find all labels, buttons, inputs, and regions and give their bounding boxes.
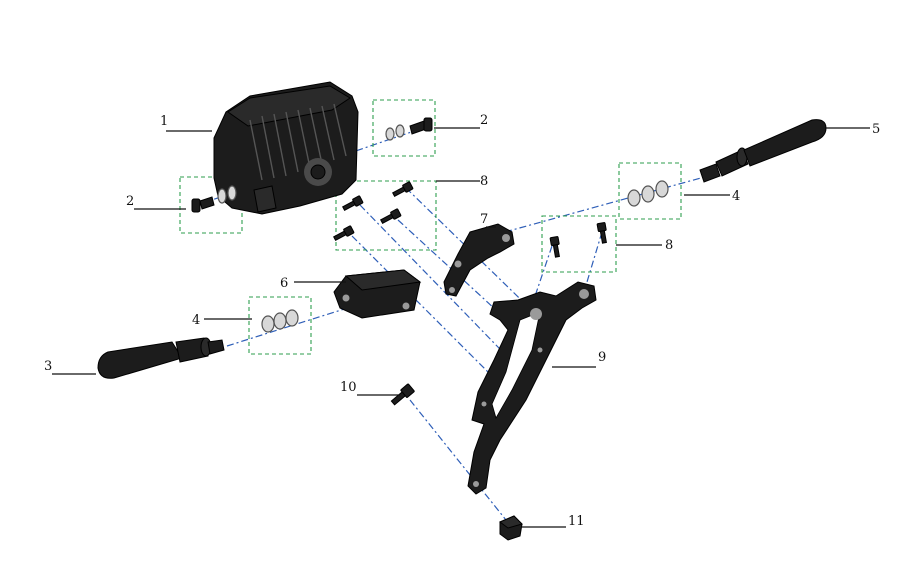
bolt-washer-set-part-2-left <box>191 185 237 213</box>
main-bracket-part-9 <box>467 281 597 495</box>
leader-lines <box>52 127 870 528</box>
callout-7: 7 <box>480 212 488 227</box>
box-washers-4-left <box>248 296 312 355</box>
callout-8-right: 8 <box>665 238 673 253</box>
cooling-fins <box>249 103 347 181</box>
callout-1: 1 <box>160 114 168 129</box>
grip-part-3 <box>97 337 225 379</box>
mount-block-part-6 <box>333 269 422 319</box>
callout-11: 11 <box>568 514 585 529</box>
box-bolts-2-left <box>179 176 243 234</box>
bolt-washer-set-part-2-right <box>385 117 433 141</box>
box-washers-4-right <box>618 162 682 220</box>
callout-10: 10 <box>340 380 357 395</box>
callout-9: 9 <box>598 350 606 365</box>
callout-6: 6 <box>280 276 288 291</box>
box-bolts-8-right <box>541 215 617 273</box>
bolt-part-10 <box>390 383 415 406</box>
callout-8-upper: 8 <box>480 174 488 189</box>
callout-2-right: 2 <box>480 113 488 128</box>
callout-2-left: 2 <box>126 194 134 209</box>
bolt-set-part-8-upper <box>333 181 414 242</box>
grip-part-5 <box>699 119 827 183</box>
bracket-part-7 <box>443 223 515 297</box>
light-housing-part-1 <box>213 81 359 215</box>
callout-3: 3 <box>44 359 52 374</box>
bolt-set-part-8-right <box>549 222 607 258</box>
washer-set-part-4-right <box>627 180 669 207</box>
callout-4-right: 4 <box>732 189 740 204</box>
box-bolts-8-upper <box>335 180 437 251</box>
nut-part-11 <box>499 515 523 541</box>
callout-numbers: 1 2 2 8 5 4 7 8 6 4 3 9 10 11 <box>44 113 880 529</box>
callout-5: 5 <box>872 122 880 137</box>
washer-set-part-4-left <box>261 309 299 333</box>
callout-4-left: 4 <box>192 313 200 328</box>
box-bolts-2-right <box>372 99 436 157</box>
